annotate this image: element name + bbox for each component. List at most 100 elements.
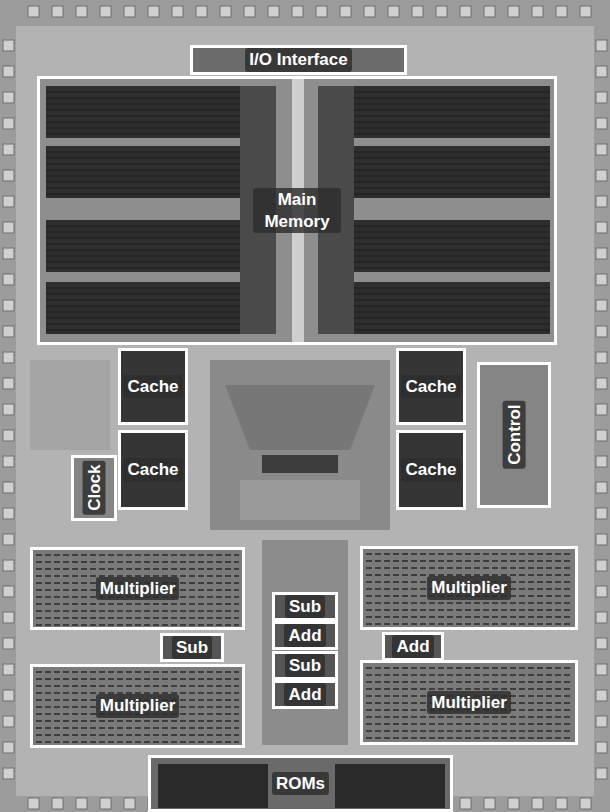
bond-pad <box>596 92 607 103</box>
memory-row <box>354 226 550 227</box>
multiplier-row <box>366 681 572 683</box>
memory-row <box>354 152 550 153</box>
bond-pad <box>596 690 607 701</box>
bond-pad <box>596 274 607 285</box>
block-label: Add <box>284 624 325 647</box>
memory-array <box>354 220 550 272</box>
bond-pad <box>596 40 607 51</box>
block-label: Multiplier <box>96 577 180 600</box>
block-label: Sub <box>285 595 325 618</box>
bond-pad <box>3 534 14 545</box>
block-label: Multiplier <box>96 694 180 717</box>
bond-pad <box>484 798 495 809</box>
bond-pad <box>596 170 607 181</box>
bond-pad <box>596 560 607 571</box>
multiplier-row <box>36 624 239 626</box>
bond-pad <box>100 798 111 809</box>
multiplier-row <box>366 723 572 725</box>
memory-row <box>46 262 240 263</box>
memory-row <box>46 250 240 251</box>
block-label: Cache <box>123 375 182 398</box>
memory-row <box>354 262 550 263</box>
bond-pad <box>220 6 231 17</box>
bond-pad <box>596 248 607 259</box>
memory-row <box>46 128 240 129</box>
bond-pads <box>3 6 607 809</box>
memory-row <box>46 244 240 245</box>
bond-pad <box>3 144 14 155</box>
memory-row <box>46 312 240 313</box>
logic-area <box>30 360 110 450</box>
block-label: ROMs <box>272 772 329 795</box>
memory-row <box>354 110 550 111</box>
bond-pad <box>596 300 607 311</box>
bond-pad <box>596 196 607 207</box>
bond-pad <box>460 798 471 809</box>
core-logic <box>225 385 375 450</box>
bond-pad <box>596 118 607 129</box>
bond-pad <box>596 66 607 77</box>
bond-pad <box>3 66 14 77</box>
bond-pad <box>76 798 87 809</box>
memory-row <box>46 110 240 111</box>
memory-row <box>354 330 550 331</box>
block-label: Clock <box>82 461 105 515</box>
memory-row <box>354 256 550 257</box>
block-label: Main Memory <box>253 188 341 233</box>
multiplier-row <box>36 603 239 605</box>
memory-row <box>46 288 240 289</box>
bond-pad <box>3 482 14 493</box>
memory-row <box>46 158 240 159</box>
memory-row <box>46 182 240 183</box>
multiplier-row <box>366 716 572 718</box>
bond-pad <box>3 508 14 519</box>
bond-pad <box>596 456 607 467</box>
multiplier-row <box>36 554 239 556</box>
bond-pad <box>3 248 14 259</box>
bond-pad <box>412 6 423 17</box>
rom-array <box>158 764 268 808</box>
multiplier-row <box>36 617 239 619</box>
memory-row <box>46 318 240 319</box>
bond-pad <box>532 6 543 17</box>
bond-pad <box>596 612 607 623</box>
memory-rows <box>46 92 550 330</box>
memory-row <box>354 158 550 159</box>
memory-row <box>354 122 550 123</box>
multiplier-row <box>366 567 572 569</box>
multiplier-row <box>36 741 239 743</box>
memory-row <box>46 300 240 301</box>
bond-pad <box>76 6 87 17</box>
bond-pad <box>580 6 591 17</box>
bond-pad <box>3 638 14 649</box>
sub-box: Sub <box>272 651 338 680</box>
block-label: I/O Interface <box>245 48 351 71</box>
memory-array <box>46 282 240 334</box>
bond-pad <box>3 430 14 441</box>
memory-row <box>46 92 240 93</box>
cache-box: Cache <box>396 348 465 425</box>
add-box: Add <box>272 680 338 709</box>
memory-row <box>354 188 550 189</box>
block-label: Cache <box>401 458 460 481</box>
multiplier-box: Multiplier <box>30 547 245 630</box>
memory-row <box>354 170 550 171</box>
block-label: Sub <box>172 636 212 659</box>
bond-pad <box>508 6 519 17</box>
block-label: Sub <box>285 654 325 677</box>
bond-pad <box>364 6 375 17</box>
multiplier-row <box>366 560 572 562</box>
multiplier-row <box>36 734 239 736</box>
adder-column <box>262 540 348 745</box>
core-logic <box>262 455 338 473</box>
multiplier-row <box>366 737 572 739</box>
bond-pad <box>556 6 567 17</box>
bond-pad <box>3 92 14 103</box>
multiplier-box: Multiplier <box>30 664 245 748</box>
bond-pad <box>508 798 519 809</box>
memory-row <box>354 128 550 129</box>
memory-row <box>46 176 240 177</box>
bond-pad <box>3 326 14 337</box>
memory-row <box>46 152 240 153</box>
